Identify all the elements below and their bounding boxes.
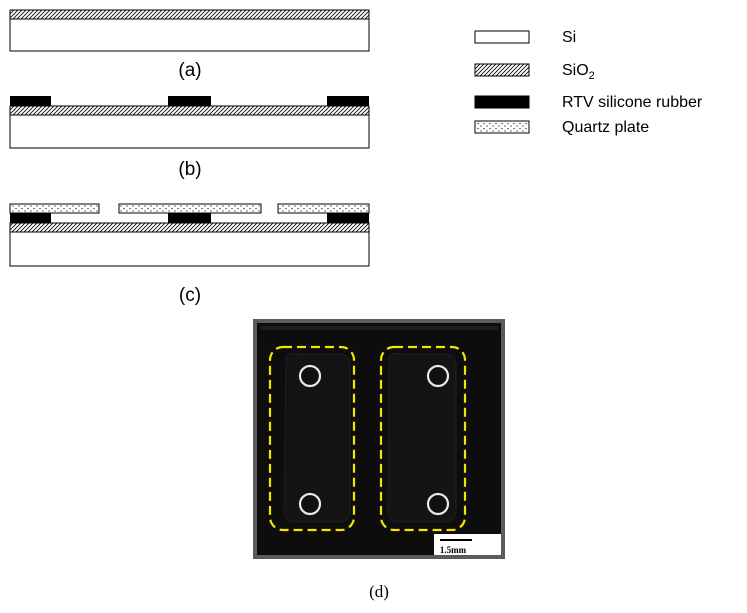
legend-label-sio2-subscript: 2 — [589, 70, 595, 82]
port-hole-top-left — [298, 364, 322, 388]
panel-b-caption: (b) — [178, 159, 201, 180]
sio2-layer — [9, 222, 370, 233]
panel-a: (a) — [9, 9, 370, 81]
legend-swatch-sio2 — [474, 63, 530, 77]
quartz-plate-right — [277, 203, 370, 214]
sio2-layer — [9, 105, 370, 116]
sio2-layer — [9, 9, 370, 20]
rtv-block-left — [10, 96, 51, 106]
channel-left — [283, 352, 351, 523]
si-substrate — [9, 114, 370, 149]
port-hole-top-right — [426, 364, 450, 388]
panel-d-photo: 1.5mm — [253, 319, 505, 559]
panel-c-caption: (c) — [179, 285, 201, 306]
dashed-outline-right — [379, 345, 467, 532]
legend-label-rtv: RTV silicone rubber — [562, 94, 703, 111]
quartz-plate-left — [9, 203, 100, 214]
legend-item-rtv: RTV silicone rubber — [474, 94, 703, 111]
scale-bar-label: 1.5mm — [440, 545, 467, 555]
legend-label-quartz: Quartz plate — [562, 119, 649, 136]
legend-label-sio2-main: SiO — [562, 62, 589, 79]
panel-a-caption: (a) — [178, 60, 201, 81]
scale-bar: 1.5mm — [434, 534, 501, 555]
rtv-block-middle — [168, 96, 211, 106]
legend-item-sio2: SiO2 — [474, 62, 595, 82]
rtv-block-right — [327, 213, 369, 223]
dashed-outline-left — [268, 345, 356, 532]
legend-item-si: Si — [474, 29, 576, 46]
rtv-block-left — [10, 213, 51, 223]
si-substrate — [9, 18, 370, 52]
photo-chip-sheen — [260, 326, 498, 330]
rtv-block-right — [327, 96, 369, 106]
channel-right — [387, 352, 457, 523]
port-hole-bottom-left — [298, 492, 322, 516]
panel-b: (b) — [9, 96, 370, 180]
port-hole-bottom-right — [426, 492, 450, 516]
legend: Si SiO2 RTV silicone rubber Quartz plate — [474, 29, 703, 136]
rtv-block-middle — [168, 213, 211, 223]
legend-swatch-si — [474, 30, 530, 44]
panel-c: (c) — [9, 203, 370, 306]
legend-swatch-rtv — [474, 95, 530, 109]
legend-swatch-quartz — [474, 120, 530, 134]
quartz-plate-middle — [118, 203, 262, 214]
panel-d-caption: (d) — [369, 582, 389, 601]
legend-label-sio2: SiO2 — [562, 62, 595, 82]
legend-item-quartz: Quartz plate — [474, 119, 649, 136]
legend-label-si: Si — [562, 29, 576, 46]
si-substrate — [9, 231, 370, 267]
